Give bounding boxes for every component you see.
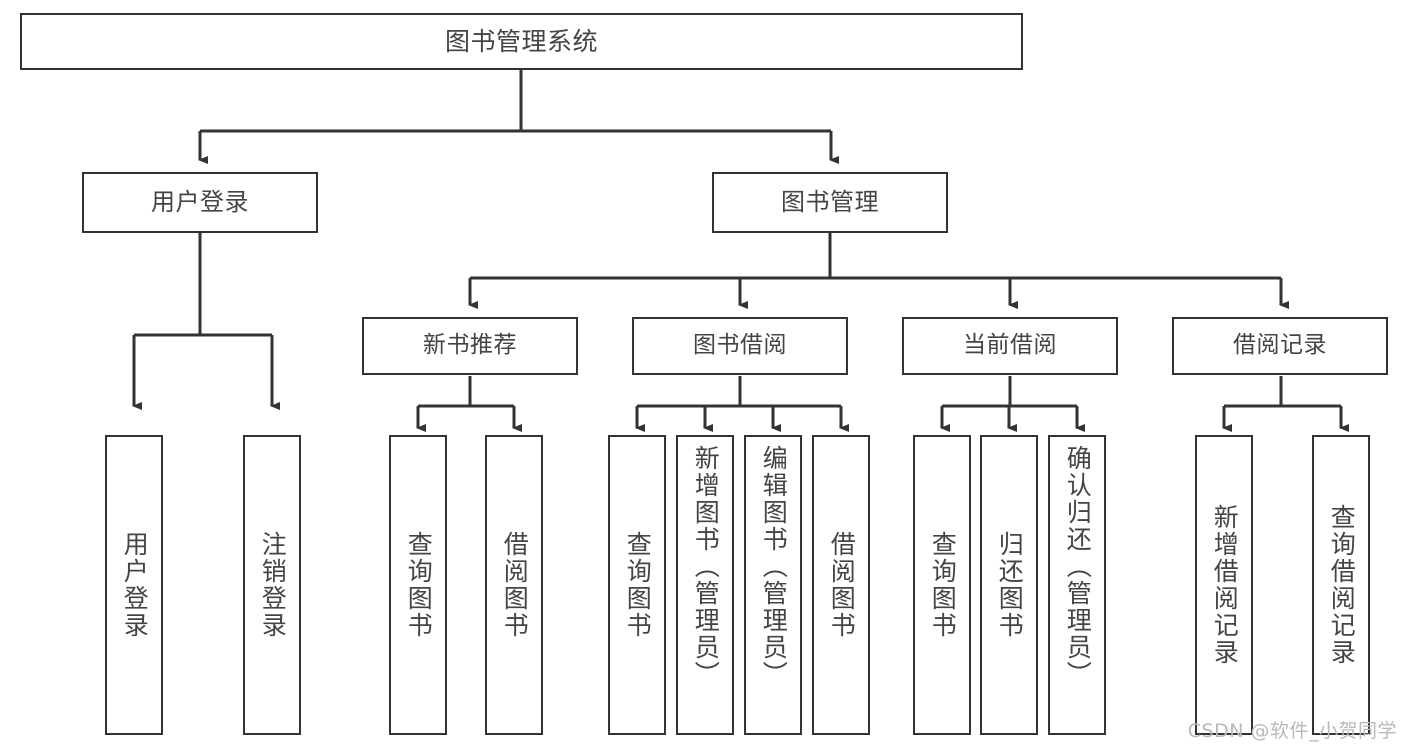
- leaf-borrow-book-recommend[interactable]: 借阅图书: [485, 435, 543, 735]
- node-label: 确认归还（管理员）: [1063, 445, 1093, 688]
- node-label: 注销登录: [258, 531, 288, 639]
- leaf-logout[interactable]: 注销登录: [243, 435, 301, 735]
- node-book-management[interactable]: 图书管理: [712, 172, 948, 233]
- leaf-borrow-book[interactable]: 借阅图书: [812, 435, 870, 735]
- node-label: 当前借阅: [963, 332, 1057, 359]
- leaf-edit-book-admin[interactable]: 编辑图书（管理员）: [744, 435, 802, 735]
- node-label: 借阅图书: [500, 531, 530, 639]
- leaf-query-book-borrow[interactable]: 查询图书: [608, 435, 666, 735]
- node-label: 用户登录: [120, 531, 150, 639]
- node-label: 新增借阅记录: [1210, 504, 1240, 666]
- node-root-system[interactable]: 图书管理系统: [20, 13, 1023, 70]
- node-label: 查询图书: [623, 531, 653, 639]
- node-label: 借阅记录: [1233, 332, 1327, 359]
- leaf-return-book[interactable]: 归还图书: [980, 435, 1038, 735]
- leaf-confirm-return-admin[interactable]: 确认归还（管理员）: [1048, 435, 1106, 735]
- node-new-book-recommend[interactable]: 新书推荐: [362, 317, 578, 375]
- node-label: 图书管理: [781, 188, 879, 217]
- leaf-add-borrow-record[interactable]: 新增借阅记录: [1195, 435, 1253, 735]
- node-label: 编辑图书（管理员）: [759, 445, 789, 688]
- watermark-text: CSDN @软件_小贺同学: [1187, 720, 1397, 742]
- node-label: 新书推荐: [423, 332, 517, 359]
- leaf-user-login[interactable]: 用户登录: [105, 435, 163, 735]
- node-label: 借阅图书: [827, 531, 857, 639]
- node-label: 用户登录: [151, 188, 249, 217]
- node-label: 归还图书: [995, 531, 1025, 639]
- node-book-borrow[interactable]: 图书借阅: [632, 317, 848, 375]
- node-label: 图书管理系统: [444, 26, 598, 56]
- leaf-add-book-admin[interactable]: 新增图书（管理员）: [676, 435, 734, 735]
- node-label: 图书借阅: [693, 332, 787, 359]
- node-borrow-record[interactable]: 借阅记录: [1172, 317, 1388, 375]
- leaf-query-borrow-record[interactable]: 查询借阅记录: [1312, 435, 1370, 735]
- node-current-borrow[interactable]: 当前借阅: [902, 317, 1118, 375]
- node-label: 查询图书: [404, 531, 434, 639]
- leaf-query-book-recommend[interactable]: 查询图书: [389, 435, 447, 735]
- node-label: 查询图书: [928, 531, 958, 639]
- node-label: 新增图书（管理员）: [691, 445, 721, 688]
- node-label: 查询借阅记录: [1327, 504, 1357, 666]
- leaf-query-book-current[interactable]: 查询图书: [913, 435, 971, 735]
- node-user-login[interactable]: 用户登录: [82, 172, 318, 233]
